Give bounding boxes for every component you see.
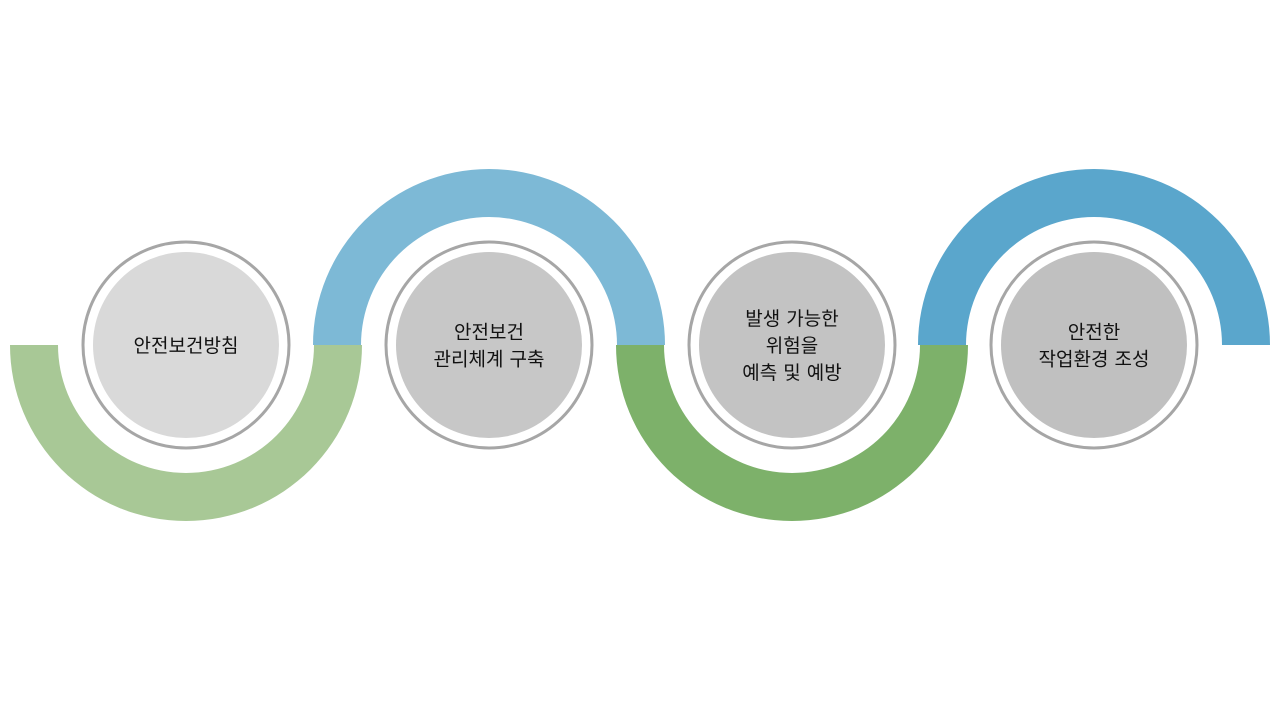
step-3-arc: [616, 345, 968, 521]
step-2-label-line-1: 안전보건: [454, 322, 524, 344]
step-4-arc: [918, 169, 1270, 345]
step-2-label-line-2: 관리체계 구축: [434, 349, 545, 371]
step-4-label-line-2: 작업환경 조성: [1039, 349, 1150, 371]
step-2-circle: [396, 252, 582, 438]
arc-layer: [10, 169, 1270, 521]
step-1-node: 안전보건방침: [81, 240, 291, 450]
step-3-circle: [699, 252, 885, 438]
step-2-arc: [313, 169, 665, 345]
step-1-arc: [10, 345, 362, 521]
step-1-label-line-1: 안전보건방침: [134, 335, 239, 357]
step-4-label-line-1: 안전한: [1068, 322, 1120, 344]
step-3-label-line-2: 위험을: [766, 335, 818, 357]
step-4-circle: [1001, 252, 1187, 438]
step-3-label-line-1: 발생 가능한: [745, 308, 838, 330]
step-3-label-line-3: 예측 및 예방: [742, 362, 841, 384]
step-1-circle: [93, 252, 279, 438]
